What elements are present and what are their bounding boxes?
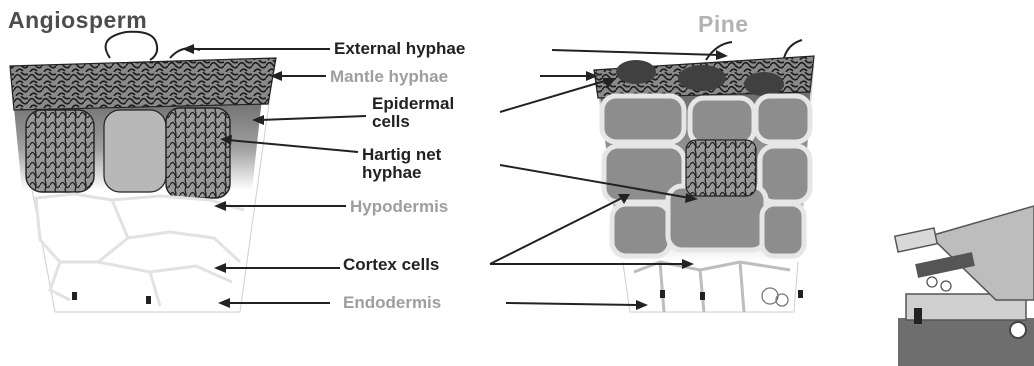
pine-section (594, 40, 814, 312)
angiosperm-external-hypha (106, 32, 158, 60)
hypodermis-label: Hypodermis (350, 198, 448, 216)
angiosperm-mantle (10, 58, 276, 110)
epidermal-cells-label: Epidermal cells (372, 95, 454, 131)
cortex-cells-label: Cortex cells (343, 256, 439, 274)
hartig-net-label: Hartig net hyphae (362, 146, 441, 182)
pine-hartig-net (686, 140, 756, 196)
mantle-hyphae-label: Mantle hyphae (330, 68, 448, 86)
angiosperm-epidermal-cell (26, 110, 94, 192)
angiosperm-hartig-net (166, 108, 230, 198)
endodermis-label: Endodermis (343, 294, 441, 312)
angiosperm-section (10, 32, 276, 312)
angiosperm-title: Angiosperm (8, 8, 147, 32)
external-hyphae-label: External hyphae (334, 40, 465, 58)
pine-external-hypha (784, 40, 802, 58)
microscope-icon (895, 206, 1034, 366)
angiosperm-epidermal-cell (104, 110, 166, 192)
pine-title: Pine (698, 12, 749, 36)
